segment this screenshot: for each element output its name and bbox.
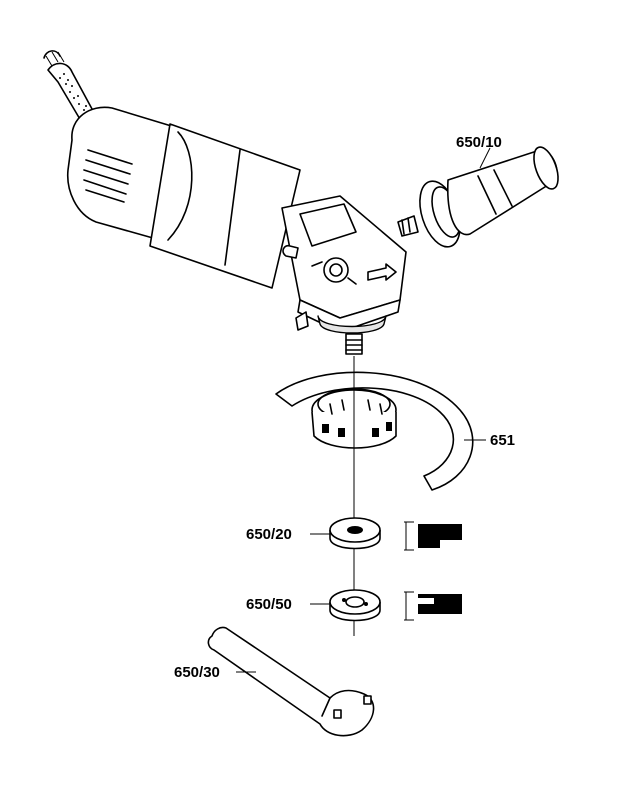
flange-profile-symbol xyxy=(404,521,462,551)
pin-wrench xyxy=(207,626,375,737)
label-wheel-guard: 651 xyxy=(490,432,515,449)
grinder-body xyxy=(66,106,407,334)
clamping-nut xyxy=(329,589,381,622)
label-pin-wrench: 650/30 xyxy=(174,664,220,681)
mounting-flange xyxy=(329,517,381,550)
nut-profile-symbol xyxy=(404,591,462,621)
label-auxiliary-handle: 650/10 xyxy=(456,134,502,151)
leader-lines xyxy=(236,147,491,673)
auxiliary-handle xyxy=(397,146,559,248)
spindle xyxy=(345,333,363,355)
label-mounting-flange: 650/20 xyxy=(246,526,292,543)
vent-slots xyxy=(83,149,133,203)
label-clamping-nut: 650/50 xyxy=(246,596,292,613)
wheel-guard xyxy=(275,371,474,491)
